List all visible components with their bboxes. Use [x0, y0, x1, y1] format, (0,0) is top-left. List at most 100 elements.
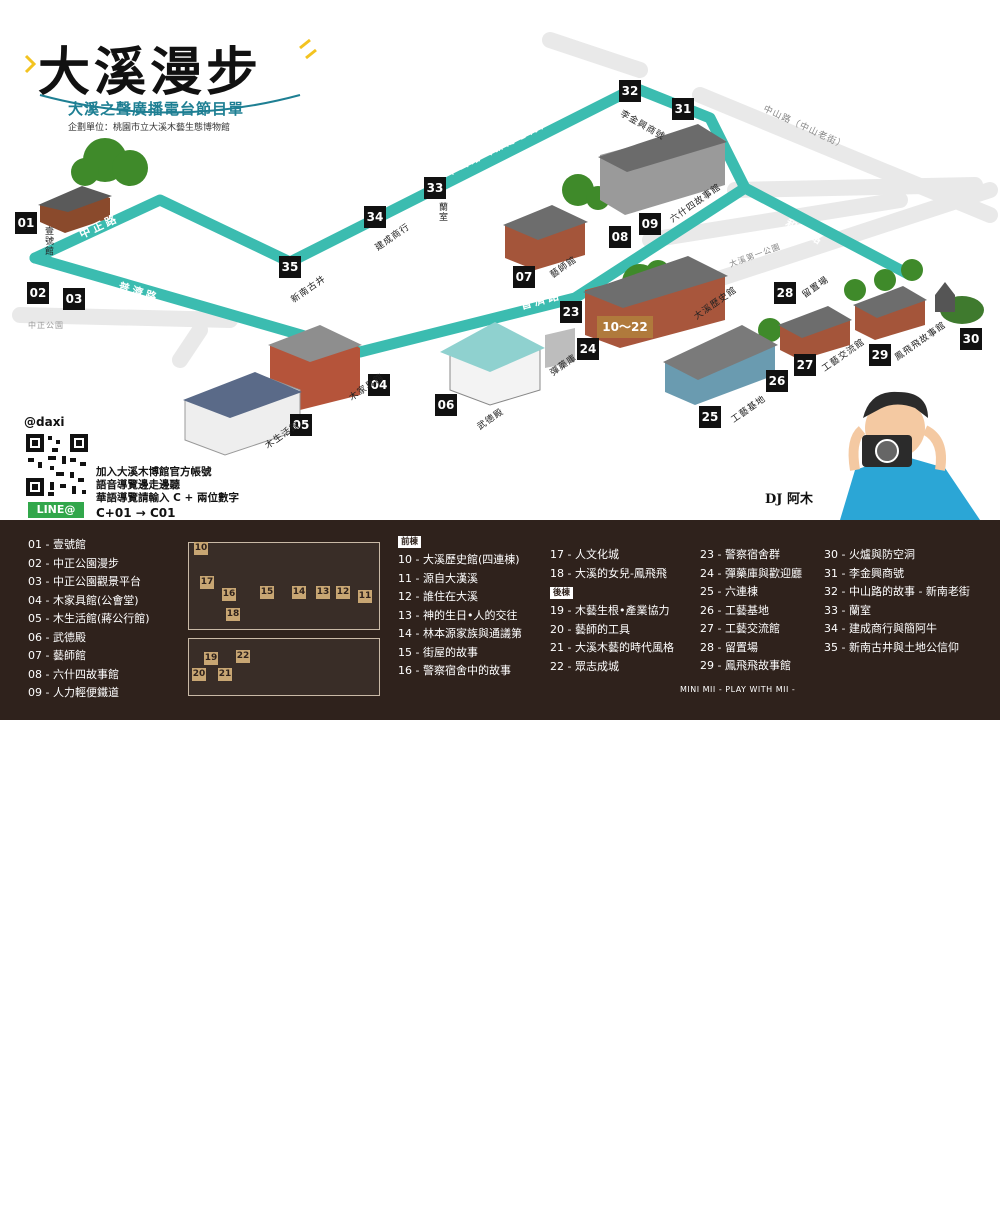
- legend-item-09: 09 - 人力輕便鐵道: [28, 686, 119, 699]
- legend-item-25: 25 - 六連棟: [700, 585, 758, 598]
- floorplan-num-11: 11: [358, 590, 372, 603]
- stop-01[interactable]: 01: [15, 212, 37, 234]
- dj-character-illustration: [840, 391, 980, 520]
- page-title: 大溪漫步: [38, 42, 263, 103]
- legend-item-12: 12 - 誰住在大溪: [398, 590, 478, 603]
- legend-item-14: 14 - 林本源家族與通議第: [398, 627, 522, 640]
- stop-05[interactable]: 05: [290, 414, 312, 436]
- title-underline: [39, 94, 301, 114]
- legend-item-13: 13 - 神的生日•人的交往: [398, 608, 518, 622]
- legend-item-07: 07 - 藝師館: [28, 649, 86, 662]
- floorplan-num-18: 18: [226, 608, 240, 621]
- place-label-zhongzheng-park: 中正公園: [28, 321, 64, 330]
- stop-08[interactable]: 08: [609, 226, 631, 248]
- stop-31[interactable]: 31: [672, 98, 694, 120]
- mini-mii-credit: MINI MII - PLAY WITH MII -: [680, 685, 796, 694]
- floorplan-num-12: 12: [336, 586, 350, 599]
- legend-item-28: 28 - 留置場: [700, 640, 758, 654]
- legend-item-02: 02 - 中正公園漫步: [28, 556, 119, 570]
- floorplan-num-13: 13: [316, 586, 330, 599]
- legend-col-5: 23 - 警察宿舍群 24 - 彈藥庫與歡迎廳 25 - 六連棟 26 - 工藝…: [700, 546, 802, 676]
- stop-25[interactable]: 25: [699, 406, 721, 428]
- legend-item-35: 35 - 新南古井與土地公信仰: [824, 640, 959, 654]
- legend-item-11: 11 - 源自大漢溪: [398, 571, 478, 585]
- map-canvas: [12, 32, 998, 520]
- back-building-tag: 後棟: [550, 587, 574, 599]
- stop-30[interactable]: 30: [960, 328, 982, 350]
- building-01: [38, 186, 112, 233]
- front-building-tag: 前棟: [398, 536, 422, 548]
- line-instructions: 加入大溪木博館官方帳號 語音導覽邊走邊聽 華語導覽請輸入 C + 兩位數字: [96, 466, 239, 505]
- stop-06[interactable]: 06: [435, 394, 457, 416]
- legend-item-21: 21 - 大溪木藝的時代風格: [550, 641, 674, 654]
- legend-item-17: 17 - 人文化城: [550, 548, 619, 561]
- floorplan-num-21: 21: [218, 668, 232, 681]
- stop-35[interactable]: 35: [279, 256, 301, 278]
- title-decoration: [24, 38, 317, 74]
- line-code-example: C+01 → C01: [96, 506, 176, 520]
- floorplan-num-14: 14: [292, 586, 306, 599]
- stop-27[interactable]: 27: [794, 354, 816, 376]
- stop-10-22[interactable]: 10～22: [597, 316, 653, 338]
- legend-item-03: 03 - 中正公園觀景平台: [28, 575, 141, 588]
- legend-item-31: 31 - 李金興商號: [824, 566, 904, 580]
- stop-04[interactable]: 04: [368, 374, 390, 396]
- dj-signature: DJ 阿木: [765, 492, 813, 507]
- legend-item-15: 15 - 街屋的故事: [398, 645, 478, 659]
- floorplan-front: [188, 542, 380, 630]
- legend-item-10: 10 - 大溪歷史館(四連棟): [398, 553, 520, 566]
- floorplan-num-19: 19: [204, 652, 218, 665]
- floorplan-back: [188, 638, 380, 696]
- legend-item-33: 33 - 蘭室: [824, 603, 871, 617]
- building-label-01: 壹號館: [43, 226, 53, 256]
- legend-item-08: 08 - 六什四故事館: [28, 667, 119, 681]
- floorplan-num-17: 17: [200, 576, 214, 589]
- floorplan-num-16: 16: [222, 588, 236, 601]
- floorplan-num-20: 20: [192, 668, 206, 681]
- legend-col-1: 01 - 壹號館 02 - 中正公園漫步 03 - 中正公園觀景平台 04 - …: [28, 536, 150, 703]
- stop-02[interactable]: 02: [27, 282, 49, 304]
- floorplan-name: 大溪歷史館: [250, 1220, 300, 1231]
- building-04-05: [183, 325, 362, 456]
- stop-09[interactable]: 09: [639, 213, 661, 235]
- organizer-text: 企劃單位：桃園市立大溪木藝生態博物館: [68, 123, 231, 133]
- legend-item-32: 32 - 中山路的故事 - 新南老街: [824, 585, 970, 598]
- legend-item-05: 05 - 木生活館(蔣公行館): [28, 612, 150, 625]
- qr-code-icon[interactable]: [24, 432, 90, 498]
- stop-32[interactable]: 32: [619, 80, 641, 102]
- stop-28[interactable]: 28: [774, 282, 796, 304]
- line-badge[interactable]: LINE@: [28, 502, 84, 518]
- building-label-33: 蘭室: [437, 202, 447, 222]
- line-instruction-3: 華語導覽請輸入 C + 兩位數字: [96, 492, 239, 504]
- floorplan-num-22: 22: [236, 650, 250, 663]
- stop-23[interactable]: 23: [560, 301, 582, 323]
- legend-item-04: 04 - 木家具館(公會堂): [28, 593, 139, 607]
- legend-item-24: 24 - 彈藥庫與歡迎廳: [700, 566, 802, 580]
- stop-33[interactable]: 33: [424, 177, 446, 199]
- legend-item-01: 01 - 壹號館: [28, 538, 86, 551]
- stop-03[interactable]: 03: [63, 288, 85, 310]
- building-27-29: [778, 282, 984, 360]
- legend-panel: 01 - 壹號館 02 - 中正公園漫步 03 - 中正公園觀景平台 04 - …: [0, 520, 1000, 1231]
- floorplan-num-15: 15: [260, 586, 274, 599]
- legend-item-23: 23 - 警察宿舍群: [700, 548, 780, 561]
- legend-item-27: 27 - 工藝交流館: [700, 622, 780, 635]
- stop-34[interactable]: 34: [364, 206, 386, 228]
- legend-item-22: 22 - 眾志成城: [550, 659, 619, 673]
- stop-26[interactable]: 26: [766, 370, 788, 392]
- legend-item-16: 16 - 警察宿舍中的故事: [398, 664, 511, 677]
- legend-item-18: 18 - 大溪的女兒-鳳飛飛: [550, 566, 667, 580]
- stop-29[interactable]: 29: [869, 344, 891, 366]
- stop-24[interactable]: 24: [577, 338, 599, 360]
- legend-item-34: 34 - 建成商行與簡阿牛: [824, 622, 937, 635]
- legend-col-4: 17 - 人文化城 18 - 大溪的女兒-鳳飛飛 後棟 19 - 木藝生根•產業…: [550, 546, 674, 676]
- page-subtitle: 大溪之聲廣播電台節目單: [68, 100, 245, 118]
- legend-item-19: 19 - 木藝生根•產業協力: [550, 604, 670, 617]
- legend-item-26: 26 - 工藝基地: [700, 603, 769, 617]
- legend-item-20: 20 - 藝師的工具: [550, 622, 630, 636]
- line-handle: @daxi: [24, 415, 65, 429]
- legend-col-6: 30 - 火爐與防空洞 31 - 李金興商號 32 - 中山路的故事 - 新南老…: [824, 546, 970, 657]
- building-07-08-09: [503, 124, 727, 270]
- stop-07[interactable]: 07: [513, 266, 535, 288]
- legend-item-29: 29 - 鳳飛飛故事館: [700, 659, 791, 672]
